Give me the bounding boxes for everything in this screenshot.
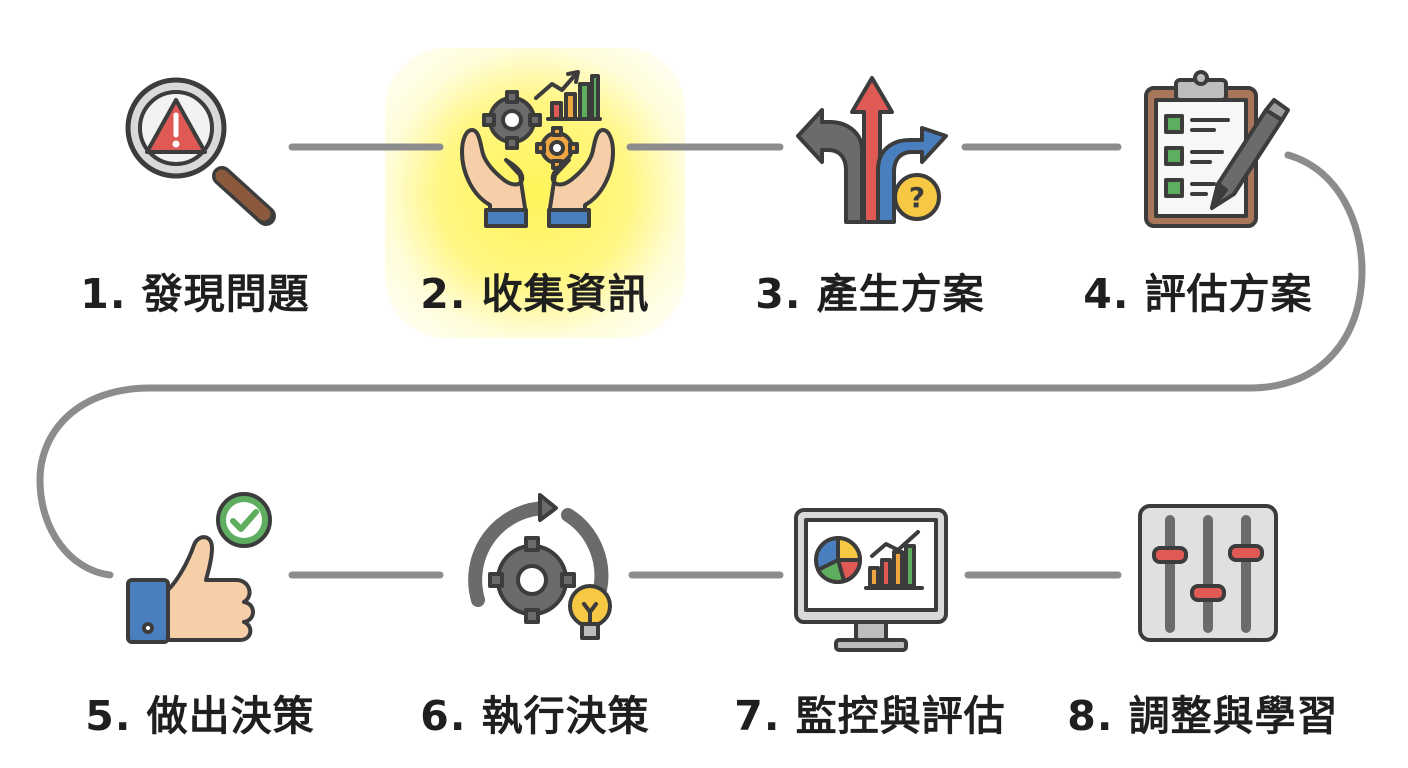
branching-arrows-question-icon: ? <box>796 76 948 224</box>
lightbulb <box>568 584 612 640</box>
pie-chart <box>814 536 862 584</box>
step-8-label: 8. 調整與學習 <box>1067 692 1339 740</box>
step-2-label: 2. 收集資訊 <box>420 270 650 318</box>
small-gear <box>535 126 579 170</box>
magnifier-warning-icon <box>125 77 276 226</box>
connector-4-5-serpentine <box>36 151 1366 579</box>
checkbox-rows <box>1164 114 1230 198</box>
sliders-icon <box>1138 504 1278 642</box>
gear-cycle-lightbulb-icon <box>468 493 612 640</box>
step-6-label: 6. 執行決策 <box>420 692 650 740</box>
mini-bar-chart <box>864 530 924 590</box>
hands <box>460 128 615 228</box>
large-gear <box>482 90 542 150</box>
center-gear <box>488 536 576 624</box>
step-1-label: 1. 發現問題 <box>80 270 310 318</box>
pen <box>1210 98 1290 210</box>
hands-gears-chart-icon <box>460 70 615 228</box>
thumbs-up-check-icon <box>126 492 272 644</box>
step-7-label: 7. 監控與評估 <box>734 692 1006 740</box>
svg-text:?: ? <box>909 181 925 214</box>
monitor-analytics-icon <box>794 508 948 652</box>
clipboard-checklist-pen-icon <box>1144 70 1290 228</box>
step-4-label: 4. 評估方案 <box>1083 270 1313 318</box>
connectors <box>36 143 1366 579</box>
step-3-label: 3. 產生方案 <box>755 270 985 318</box>
step-5-label: 5. 做出決策 <box>85 692 315 740</box>
bar-chart <box>534 70 602 121</box>
